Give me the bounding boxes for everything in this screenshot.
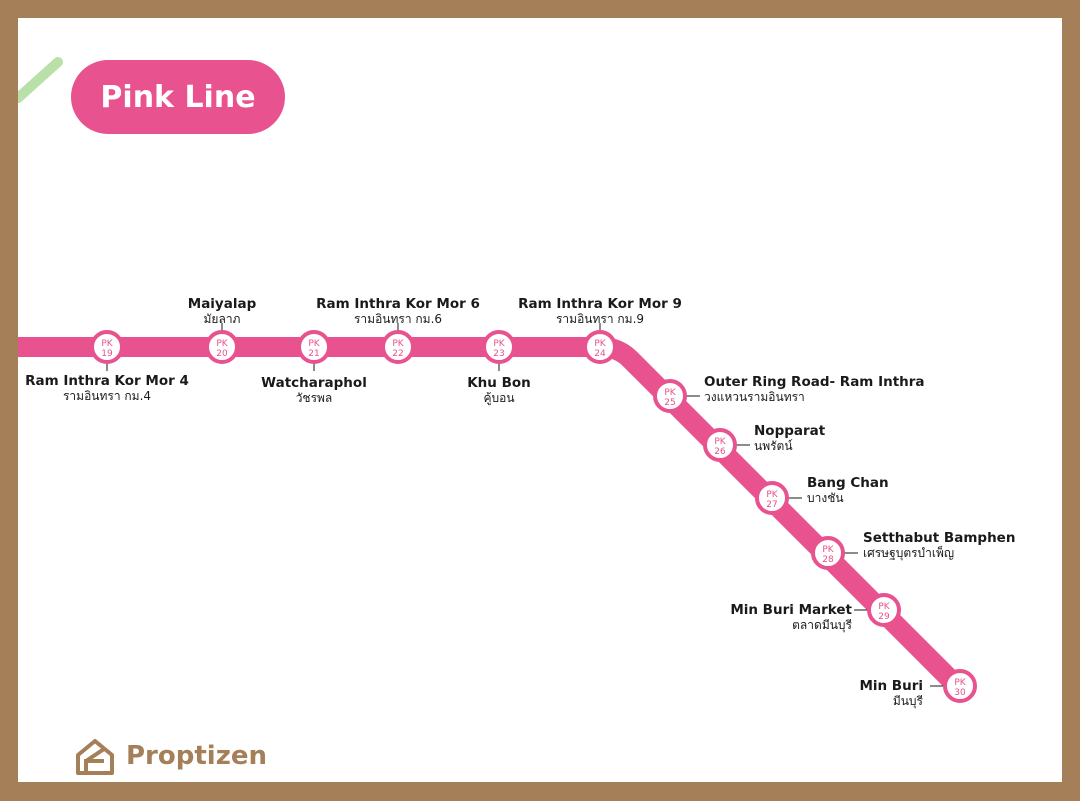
proptizen-logo-icon (76, 739, 114, 775)
station-number: 22 (392, 349, 403, 359)
station-code: PK (714, 437, 726, 447)
station-name-en: Min Buri Market (730, 602, 852, 618)
station-name-th: วงแหวนรามอินทรา (704, 389, 805, 404)
station-number: 24 (594, 349, 606, 359)
station-circle (811, 536, 845, 570)
station-circle (482, 330, 516, 364)
station-name-en: Khu Bon (467, 375, 531, 391)
route-map: PK19PK20PK21PK22PK23PK24PK25PK26PK27PK28… (18, 57, 977, 703)
station-name-th: รามอินทรา กม.9 (555, 311, 645, 326)
station-ticks (106, 323, 944, 687)
station-circle (381, 330, 415, 364)
station-code: PK (878, 602, 890, 612)
station-circle (205, 330, 239, 364)
line-title: Pink Line (71, 60, 285, 134)
station-name-th: มีนบุรี (892, 693, 923, 708)
station-name-en: Watcharaphol (261, 375, 367, 391)
station-circle (943, 669, 977, 703)
station-name-th: เศรษฐบุตรบำเพ็ญ (863, 545, 955, 560)
station-name-th: นพรัตน์ (754, 438, 793, 453)
station-code: PK (101, 339, 113, 349)
station-number: 28 (822, 555, 834, 565)
station-circle (703, 428, 737, 462)
station-name-th: มัยลาภ (203, 311, 241, 326)
station-name-en: Min Buri (859, 678, 923, 694)
station-circle (653, 379, 687, 413)
station-number: 30 (954, 688, 966, 698)
station-name-th: คู้บอน (483, 390, 515, 405)
station-name-en: Nopparat (754, 423, 826, 439)
station-number: 21 (308, 349, 319, 359)
station-code: PK (308, 339, 320, 349)
station-code: PK (766, 490, 778, 500)
station-circle (755, 481, 789, 515)
station-code: PK (392, 339, 404, 349)
brand-name: Proptizen (126, 741, 267, 771)
brand-logo: Proptizen (74, 735, 267, 777)
station-name-th: บางชัน (807, 490, 844, 505)
station-circle (90, 330, 124, 364)
station-circle (583, 330, 617, 364)
station-number: 25 (664, 398, 675, 408)
station-code: PK (664, 388, 676, 398)
station-code: PK (954, 678, 966, 688)
station-name-th: ตลาดมีนบุรี (792, 617, 852, 632)
station-number: 19 (101, 349, 113, 359)
station-name-th: รามอินทรา กม.4 (62, 388, 152, 403)
station-code: PK (493, 339, 505, 349)
station-name-en: Setthabut Bamphen (863, 530, 1016, 546)
station-circle (867, 593, 901, 627)
station-name-en: Ram Inthra Kor Mor 6 (316, 296, 480, 312)
station-code: PK (822, 545, 834, 555)
station-number: 20 (216, 349, 228, 359)
adjacent-line-stub (18, 57, 63, 103)
station-name-th: รามอินทรา กม.6 (353, 311, 443, 326)
station-name-en: Outer Ring Road- Ram Inthra (704, 374, 925, 390)
station-markers: PK19PK20PK21PK22PK23PK24PK25PK26PK27PK28… (90, 330, 977, 703)
station-circle (297, 330, 331, 364)
station-name-en: Bang Chan (807, 475, 889, 491)
station-code: PK (216, 339, 228, 349)
station-code: PK (594, 339, 606, 349)
station-number: 29 (878, 612, 890, 622)
station-name-en: Maiyalap (187, 296, 257, 312)
station-name-en: Ram Inthra Kor Mor 4 (25, 373, 189, 389)
station-number: 26 (714, 447, 726, 457)
station-number: 27 (766, 500, 777, 510)
station-name-th: วัชรพล (295, 390, 333, 405)
station-number: 23 (493, 349, 504, 359)
station-name-en: Ram Inthra Kor Mor 9 (518, 296, 682, 312)
